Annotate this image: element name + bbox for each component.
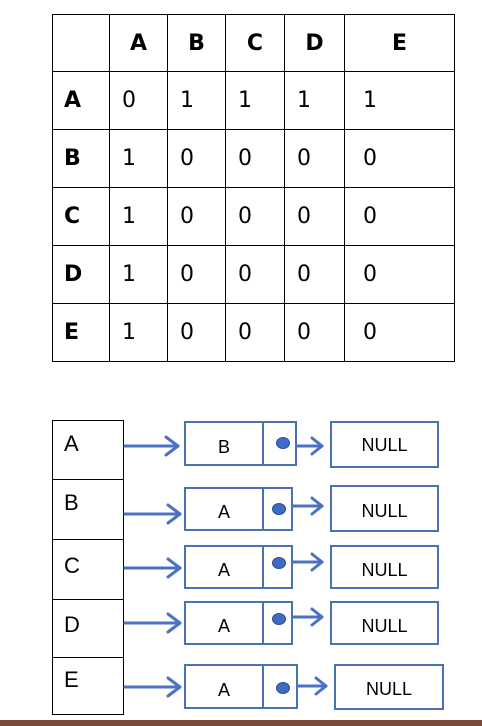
next-arrow: [294, 436, 324, 456]
vertex-arrow: [123, 612, 182, 634]
next-arrow: [290, 496, 324, 516]
adjacency-matrix: A B C D E A 0 1 1 1 1 B 1 0 0 0 0 C 1 0 …: [52, 14, 455, 362]
matrix-column-header: E: [344, 14, 455, 72]
null-box: NULL: [334, 664, 444, 710]
pointer-dot-icon: [276, 682, 290, 694]
matrix-cell: 0: [284, 187, 345, 246]
matrix-cell: 0: [284, 245, 345, 304]
matrix-cell: 1: [225, 71, 285, 130]
matrix-cell: 0: [167, 245, 226, 304]
pointer-dot-icon: [276, 437, 290, 449]
matrix-cell: 0: [344, 187, 455, 246]
node-pointer: [262, 603, 291, 643]
list-node: A: [184, 664, 298, 709]
pointer-dot-icon: [272, 613, 286, 625]
matrix-row-header: D: [52, 245, 110, 304]
matrix-cell: 0: [225, 129, 285, 188]
vertex-arrow: [123, 557, 182, 579]
matrix-cell: 1: [109, 245, 168, 304]
null-box: NULL: [330, 421, 439, 468]
node-pointer: [262, 666, 296, 707]
matrix-row: B 1 0 0 0 0: [52, 129, 455, 188]
null-box: NULL: [330, 601, 439, 645]
matrix-row-header: E: [52, 303, 110, 362]
adjacency-list-vertex-column: A B C D E: [52, 420, 124, 715]
matrix-corner-cell: [52, 14, 110, 72]
vertex-cell: D: [53, 599, 123, 657]
matrix-cell: 0: [225, 245, 285, 304]
pointer-dot-icon: [272, 503, 286, 515]
node-value: A: [186, 489, 264, 529]
node-value: A: [186, 666, 264, 707]
matrix-cell: 0: [225, 187, 285, 246]
next-arrow: [294, 676, 328, 696]
node-pointer: [262, 423, 295, 464]
matrix-column-header: C: [225, 14, 285, 72]
node-pointer: [262, 547, 291, 587]
list-node: A: [184, 601, 293, 645]
matrix-row-header: A: [52, 71, 110, 130]
matrix-cell: 1: [109, 303, 168, 362]
vertex-cell: B: [53, 479, 123, 539]
null-box: NULL: [330, 485, 439, 532]
vertex-cell: A: [64, 431, 79, 456]
list-node: A: [184, 545, 293, 589]
matrix-cell: 0: [344, 303, 455, 362]
null-box: NULL: [330, 545, 439, 589]
list-node: A: [184, 487, 293, 531]
pointer-dot-icon: [272, 557, 286, 569]
matrix-row: D 1 0 0 0 0: [52, 245, 455, 304]
node-value: A: [186, 603, 264, 643]
matrix-cell: 0: [284, 303, 345, 362]
vertex-arrow: [123, 435, 180, 457]
vertex-cell: E: [53, 657, 123, 715]
node-pointer: [262, 489, 291, 529]
list-node: B: [184, 421, 297, 466]
matrix-cell: 0: [344, 245, 455, 304]
matrix-cell: 0: [167, 129, 226, 188]
matrix-cell: 1: [109, 187, 168, 246]
matrix-cell: 1: [284, 71, 345, 130]
node-value: A: [186, 547, 264, 587]
vertex-arrow: [123, 503, 182, 525]
matrix-cell: 1: [344, 71, 455, 130]
next-arrow: [290, 607, 324, 627]
vertex-cell: C: [53, 539, 123, 599]
node-value: B: [186, 423, 264, 464]
vertex-arrow: [123, 676, 182, 698]
next-arrow: [290, 552, 324, 572]
matrix-row: E 1 0 0 0 0: [52, 303, 455, 362]
matrix-cell: 0: [344, 129, 455, 188]
bottom-rule: [0, 720, 482, 726]
matrix-row-header: C: [52, 187, 110, 246]
matrix-row: A 0 1 1 1 1: [52, 71, 455, 130]
